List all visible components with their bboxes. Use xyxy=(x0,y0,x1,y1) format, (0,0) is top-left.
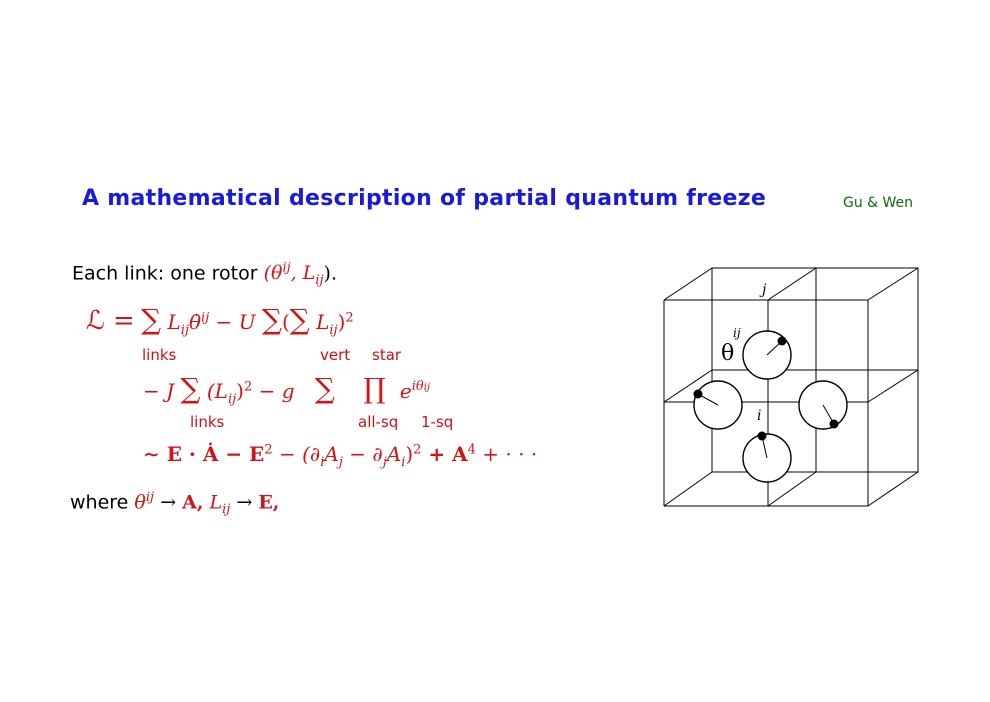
rotor-math: (θij, Lij xyxy=(263,261,324,289)
rotor-bottom xyxy=(742,431,792,483)
slide-title: A mathematical description of partial qu… xyxy=(82,186,767,211)
rotor-text: Each link: one rotor xyxy=(72,262,258,285)
theta-label-sup: ij xyxy=(733,326,741,340)
under-all-sq: all-sq xyxy=(358,413,399,431)
lagrangian-line-2: − J ∑ (Lij)2 − g ∑ ∏ eiθij xyxy=(143,372,431,407)
under-star: star xyxy=(372,346,402,364)
under-links-1: links xyxy=(142,346,177,364)
under-links-2: links xyxy=(190,413,225,431)
under-1-sq: 1-sq xyxy=(421,413,454,431)
where-line: where θij → A, Lij → E, xyxy=(70,490,280,518)
site-label-i: i xyxy=(757,408,761,424)
site-label-j: j xyxy=(759,282,767,298)
lagrangian-line-3: ∼ E · Ȧ − E2 − (∂iAj − ∂jAi)2 + A4 + · ·… xyxy=(143,442,538,470)
theta-label: θ xyxy=(721,341,734,366)
rotor-top xyxy=(742,330,792,380)
rotor-left xyxy=(693,380,743,430)
lagrangian-line-1: ℒ = ∑ Lijθ̇ij − U ∑(∑ Lij)2 xyxy=(86,303,354,338)
author-credit: Gu & Wen xyxy=(843,195,914,211)
under-vert: vert xyxy=(320,346,351,364)
rotor-right xyxy=(798,380,848,430)
rotor-description: Each link: one rotor (θij, Lij). xyxy=(72,261,337,289)
